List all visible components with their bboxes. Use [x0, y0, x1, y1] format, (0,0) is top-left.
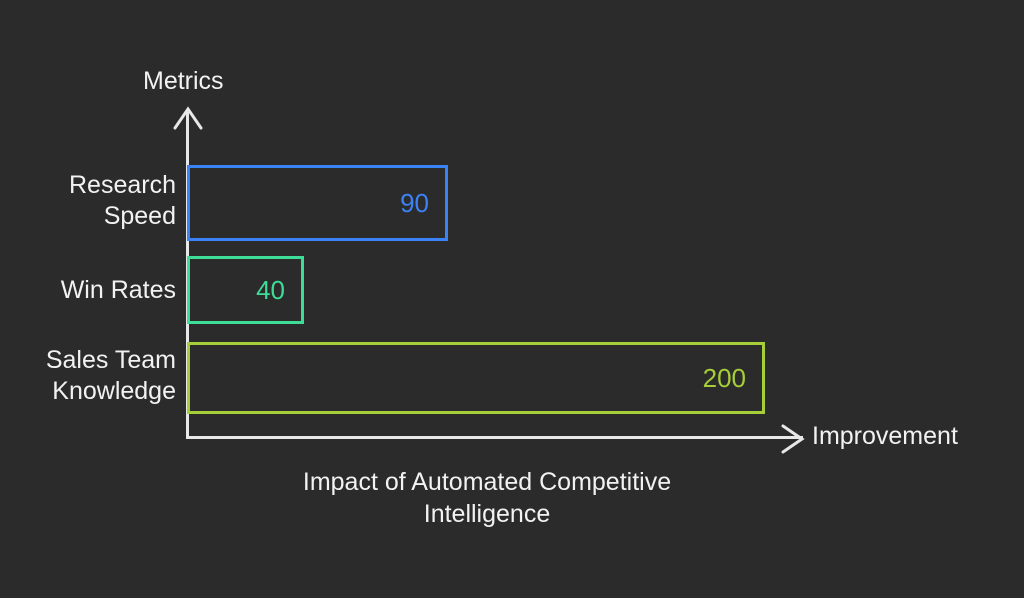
- bar-category-label: Win Rates: [60, 276, 176, 304]
- bar-category-label: Research Speed: [69, 171, 176, 230]
- chart-title-line-2: Intelligence: [423, 500, 551, 528]
- bar[interactable]: 200: [187, 342, 765, 414]
- chart-title: Impact of Automated Competitive Intellig…: [187, 466, 787, 530]
- x-axis-title: Improvement: [812, 422, 958, 450]
- bar-value-label: 90: [400, 188, 429, 218]
- arrow-up-icon: [172, 105, 204, 131]
- bar-value-label: 40: [256, 275, 285, 305]
- bar-value-label: 200: [702, 363, 746, 393]
- bar[interactable]: 90: [187, 165, 448, 241]
- bar-category-label: Sales Team Knowledge: [45, 346, 176, 405]
- bar[interactable]: 40: [187, 256, 304, 324]
- chart-title-line-1: Impact of Automated Competitive: [302, 468, 672, 496]
- x-axis-line: [186, 436, 803, 439]
- arrow-right-icon: [780, 423, 806, 455]
- y-axis-title: Metrics: [143, 67, 224, 95]
